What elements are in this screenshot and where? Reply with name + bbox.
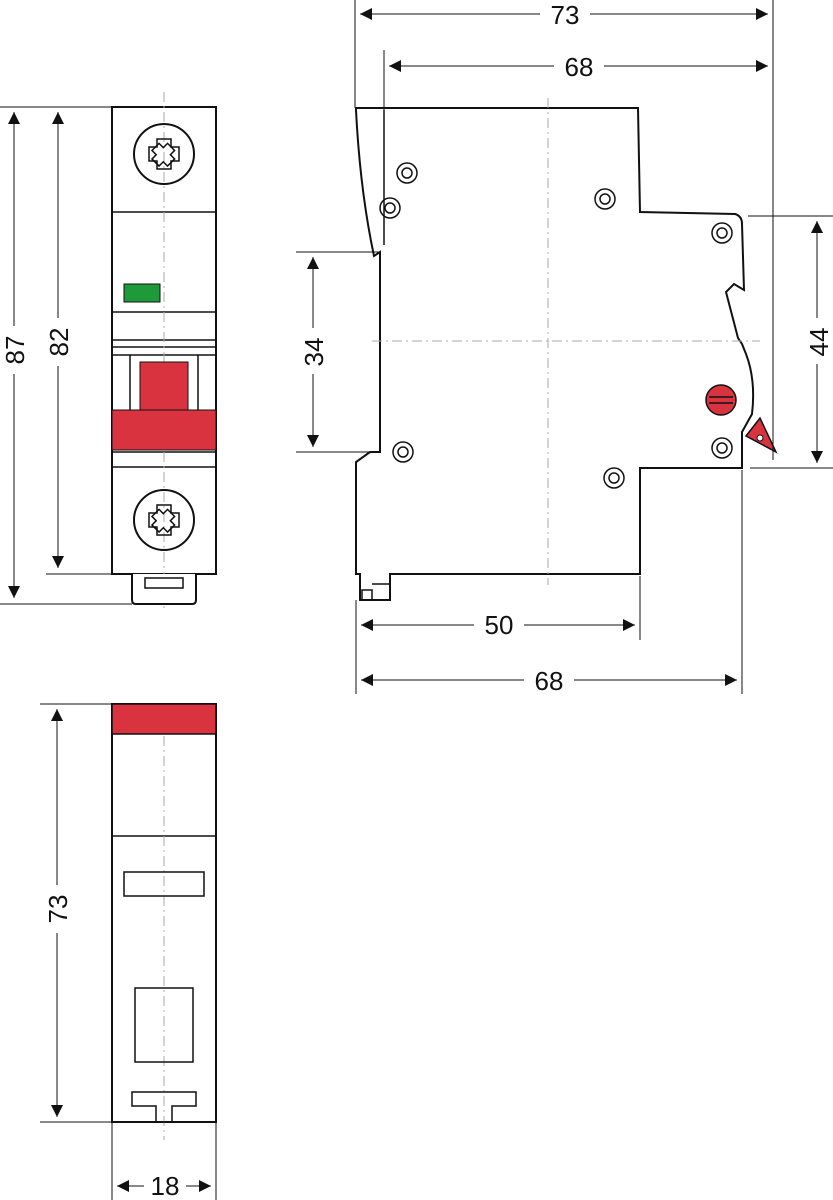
- front-height-body-label: 82: [44, 328, 74, 357]
- toggle-knob-icon: [705, 384, 737, 416]
- side-bottom-outer-label: 68: [535, 666, 564, 696]
- top-body: [111, 703, 217, 1123]
- front-view: 87 82: [0, 92, 217, 610]
- top-depth-label: 73: [43, 895, 73, 924]
- rivet-icon: [711, 437, 733, 459]
- side-width-top-label: 73: [551, 0, 580, 30]
- side-right-height-label: 44: [804, 328, 833, 357]
- rivet-icon: [603, 467, 625, 489]
- toggle-lever-icon: [111, 361, 217, 451]
- rivet-icon: [396, 162, 418, 184]
- terminal-screw-icon: [133, 489, 195, 551]
- rivet-icon: [594, 188, 616, 210]
- terminal-screw-icon: [133, 123, 195, 185]
- rivet-icon: [392, 441, 414, 463]
- indicator-window-icon: [123, 283, 161, 303]
- top-view: 73 18: [40, 703, 217, 1200]
- rivet-icon: [379, 197, 401, 219]
- side-width-second-label: 68: [565, 52, 594, 82]
- top-module-width-label: 18: [151, 1171, 180, 1200]
- side-bottom-inner-label: 50: [485, 610, 514, 640]
- top-red-cap: [111, 703, 217, 735]
- side-rail-height-label: 34: [299, 338, 329, 367]
- side-profile: [355, 107, 755, 601]
- rivet-icon: [711, 222, 733, 244]
- front-height-total-label: 87: [0, 336, 30, 365]
- side-view: 73 68 34 44 50 68: [296, 0, 833, 696]
- lever-tip-icon: [744, 416, 778, 454]
